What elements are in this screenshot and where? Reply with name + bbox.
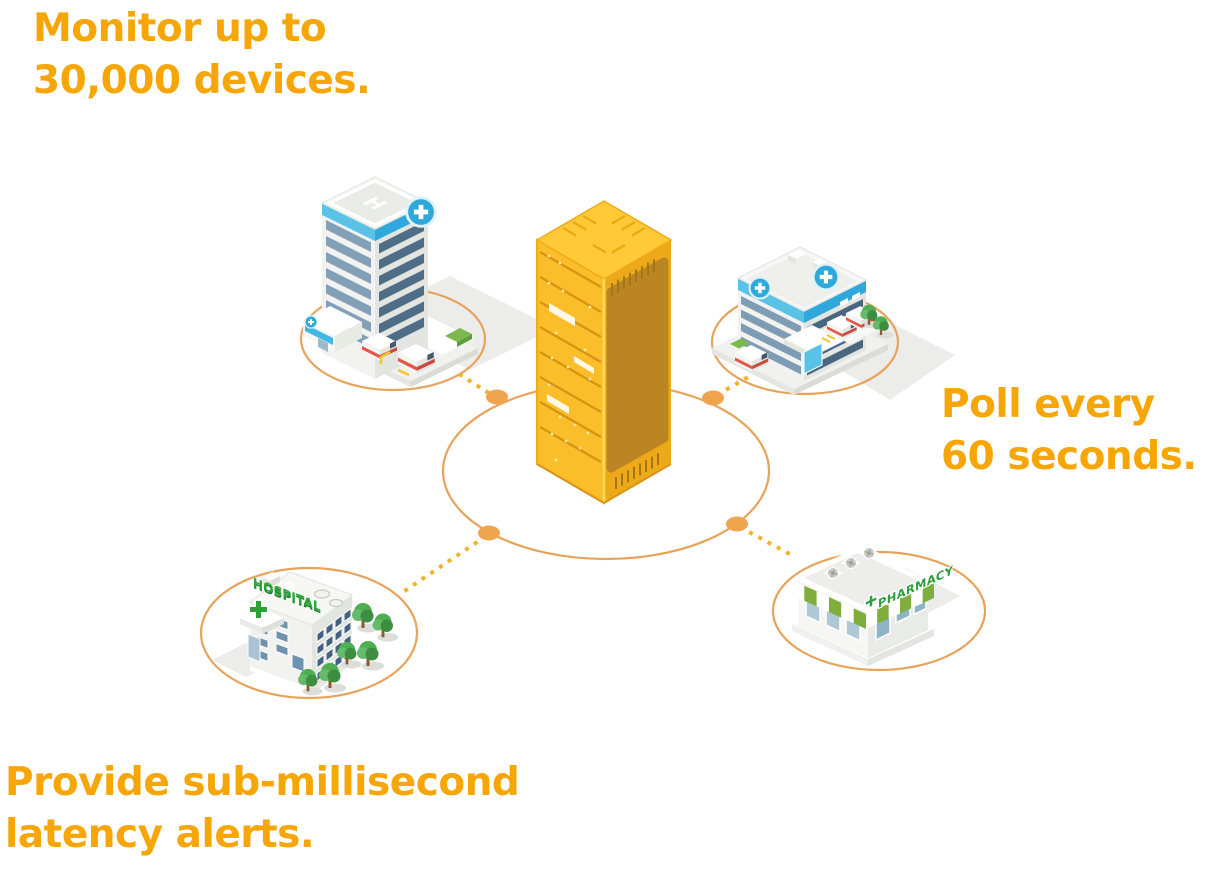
roof-ac-unit — [262, 572, 280, 581]
caption-line: Provide sub-millisecond — [5, 760, 520, 805]
roof-unit — [812, 258, 827, 266]
green-cross-icon — [864, 593, 878, 610]
hedge — [445, 328, 472, 342]
roof-vent — [328, 598, 344, 608]
tree — [357, 641, 384, 671]
tower-windows-left — [326, 220, 371, 348]
pharmacy: PHARMACY — [792, 547, 955, 666]
roofline-band-left — [322, 203, 375, 241]
small-hospital: HOSPITAL HOSPITAL — [240, 571, 399, 696]
ring-small-hospital — [199, 566, 419, 700]
caption-line: 30,000 devices. — [33, 58, 371, 103]
wall-left — [738, 290, 804, 381]
awning-left — [792, 580, 866, 629]
roof-vent — [313, 589, 331, 599]
link-city-hospital — [716, 374, 751, 397]
node-dot-ne — [702, 390, 724, 406]
node-dot-nw — [486, 389, 508, 405]
link-small-hospital — [401, 534, 488, 594]
link-hospital-tower — [457, 372, 494, 397]
entrance-glass — [803, 342, 823, 375]
entrance-canopy — [784, 325, 844, 355]
helipad — [326, 179, 424, 227]
medical-cross-badge — [748, 276, 772, 300]
caption-latency-alerts: Provide sub-millisecond latency alerts. — [5, 757, 520, 861]
awning-right — [866, 583, 934, 629]
caption-poll-interval: Poll every 60 seconds. — [941, 379, 1197, 483]
tower-windows-right — [379, 221, 424, 350]
medical-cross-badge — [405, 196, 437, 228]
hospital-tower: H — [303, 176, 478, 387]
roof-unit — [788, 250, 806, 259]
annex-cross-badge — [304, 315, 318, 329]
caption-monitor-devices: Monitor up to 30,000 devices. — [33, 3, 371, 107]
server-vents-top — [611, 259, 655, 296]
caption-line: Poll every — [941, 382, 1155, 427]
link-pharmacy — [739, 525, 796, 559]
server-rack — [535, 200, 673, 505]
network-links — [401, 372, 796, 594]
city-hospital — [712, 246, 893, 395]
roof — [795, 547, 931, 613]
entrance-sign — [305, 324, 333, 345]
caption-line: 60 seconds. — [941, 434, 1197, 479]
tree — [372, 613, 399, 642]
band-windows — [840, 292, 860, 307]
entrance-door — [318, 338, 328, 352]
medical-cross-badge — [812, 263, 840, 291]
server-leds — [547, 254, 592, 462]
server-rack-units — [539, 251, 602, 463]
green-cross-icon — [248, 599, 269, 620]
road-markings — [379, 350, 410, 377]
node-dot-se — [726, 516, 748, 532]
roof-ac-unit — [280, 581, 296, 590]
hedge — [730, 338, 750, 349]
network-nodes — [478, 389, 748, 541]
server-drive-slots — [547, 303, 594, 414]
server-vents-bottom — [615, 453, 659, 489]
caption-line: Monitor up to — [33, 6, 327, 51]
ring-pharmacy — [771, 550, 987, 672]
entrance-door — [247, 633, 261, 663]
server-side-panel — [606, 257, 669, 473]
entrance-annex-roof — [303, 306, 362, 336]
server-top-vents — [562, 214, 646, 254]
node-dot-sw — [478, 525, 500, 541]
roofline-band-right — [804, 280, 866, 323]
caption-line: latency alerts. — [5, 812, 315, 857]
